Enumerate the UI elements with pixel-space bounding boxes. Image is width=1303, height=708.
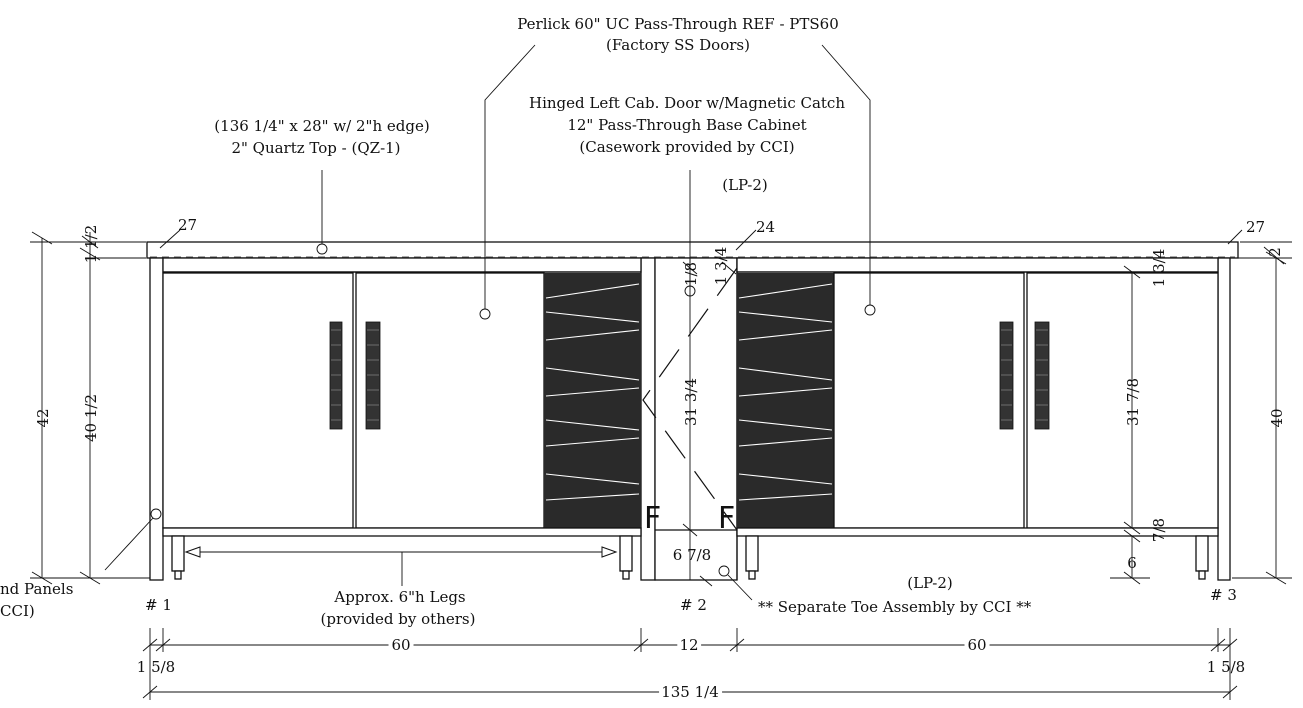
note-legs-line2: (provided by others) [321,610,476,628]
note-cab-line1: Hinged Left Cab. Door w/Magnetic Catch [529,94,845,112]
right-unit-door-1 [833,272,1025,529]
right-unit-leg-2 [1195,535,1209,572]
right-unit-vent-grille [737,273,834,528]
dimension-lines [30,231,1292,700]
dim-run-left: 60 [391,636,410,654]
right-unit-door-2 [1026,272,1219,529]
dim-cab-top-reveal: 1 3/4 [712,247,730,285]
left-unit-door-2 [355,272,545,529]
marker-right: 27 [1246,218,1265,236]
left-unit-leg-2 [619,535,633,572]
dim-unit-reveal-right: 1 3/4 [1150,249,1168,287]
note-top-line2: 2" Quartz Top - (QZ-1) [231,139,400,157]
right-door-1-handle [999,321,1014,430]
dim-end-right: 1 5/8 [1207,658,1245,676]
right-unit-leg-1 [745,535,759,572]
dim-unit-leg: 6 [1127,554,1137,572]
panel-tag-2: # 2 [680,596,707,614]
note-cab-line2: 12" Pass-Through Base Cabinet [567,116,806,134]
left-unit-leg-1 [171,535,185,572]
dim-right-height: 40 [1268,408,1286,427]
dim-cab-gap-top: 1/8 [682,262,700,286]
refrigerator-unit-left [162,257,642,580]
left-unit-door-1 [162,272,354,529]
dim-top-thickness-right: 2 [1266,247,1284,257]
marker-center: 24 [756,218,775,236]
dim-unit-bottom-reveal: 7/8 [1150,518,1168,542]
end-panel-3 [1217,257,1231,581]
note-ref-unit-line2: (Factory SS Doors) [606,36,750,54]
pass-through-cabinet [642,257,738,581]
flag-left: F [644,501,661,536]
dim-run-right: 60 [967,636,986,654]
note-lp2-right: (LP-2) [907,574,953,592]
panel-tag-3: # 3 [1210,586,1237,604]
left-door-1-handle [329,321,343,430]
refrigerator-unit-right [736,257,1219,580]
dim-cab-height: 31 3/4 [682,378,700,426]
dim-run-center: 12 [679,636,698,654]
dim-top-thickness-left: 1 1/2 [82,225,100,263]
left-unit-vent-grille [544,273,641,528]
dim-cab-toe: 6 7/8 [673,546,711,564]
note-cab-line4: (LP-2) [722,176,768,194]
note-legs-line1: Approx. 6"h Legs [333,588,465,606]
dim-left-panel-height: 40 1/2 [82,394,100,442]
panel-tag-1: # 1 [145,596,172,614]
flag-right: F [718,501,735,536]
marker-left: 27 [178,216,197,234]
dim-overall-height: 42 [34,408,52,427]
note-cab-line3: (Casework provided by CCI) [579,138,794,156]
dim-end-left: 1 5/8 [137,658,175,676]
quartz-countertop [146,241,1239,259]
dim-unit-door-height: 31 7/8 [1124,378,1142,426]
note-toe: ** Separate Toe Assembly by CCI ** [758,598,1032,616]
note-end-panels-line1: nd Panels [0,580,73,598]
note-top-line1: (136 1/4" x 28" w/ 2"h edge) [214,117,429,135]
dim-overall-width: 135 1/4 [661,683,719,701]
note-end-panels-line2: CCI) [0,602,35,620]
right-door-2-handle [1034,321,1050,430]
end-panel-1 [149,257,164,581]
note-ref-unit-line1: Perlick 60" UC Pass-Through REF - PTS60 [517,15,839,33]
left-door-2-handle [365,321,381,430]
